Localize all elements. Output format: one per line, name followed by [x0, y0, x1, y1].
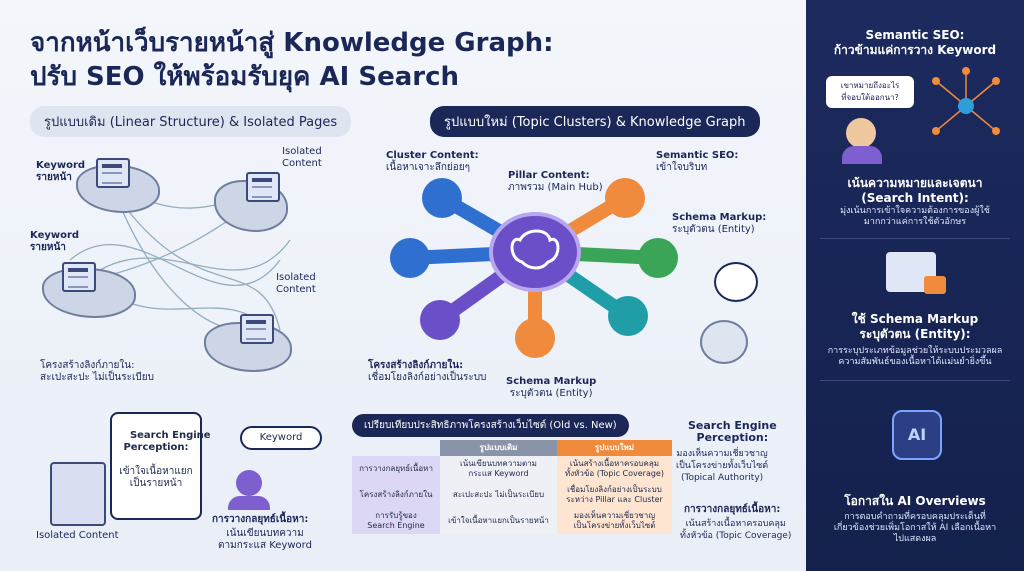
tag-icon: [924, 276, 946, 294]
new-section-header: รูปแบบใหม่ (Topic Clusters) & Knowledge …: [430, 106, 760, 137]
row-new: เชื่อมโยงลิงก์อย่างเป็นระบบ ระหว่าง Pill…: [556, 482, 672, 508]
schema2-title: Schema Markup: [506, 376, 597, 387]
kw-label-2: Keyword รายหน้า: [30, 230, 80, 253]
pillar-title: Pillar Content:: [508, 170, 590, 181]
user-icon: [236, 470, 262, 496]
page-doc-1: [96, 158, 130, 188]
page-doc-2: [246, 172, 280, 202]
sidebar-text-2: มุ่งเน้นการเข้าใจความต้องการของผู้ใช้ มา…: [840, 206, 990, 227]
sidebar-heading-3: ใช้ Schema Markup ระบุตัวตน (Entity):: [851, 312, 979, 341]
title-line-1: จากหน้าเว็บรายหน้าสู่ Knowledge Graph:: [30, 28, 554, 58]
pillar-label: Pillar Content:ภาพรวม (Main Hub): [508, 170, 603, 194]
page-doc-4: [240, 314, 274, 344]
row-label: การรับรู้ของ Search Engine: [352, 508, 441, 534]
sidebar-heading-4: โอกาสใน AI Overviews: [844, 494, 986, 508]
sidebar-text-4: การตอบคำถามที่ครอบคลุมประเด็นที่ เกี่ยวข…: [833, 512, 997, 544]
semantic-label: Semantic SEO:เข้าใจบริบท: [656, 150, 738, 174]
hub-diagram: [390, 178, 678, 358]
row-new: มองเห็นความเชี่ยวชาญ เป็นโครงข่ายทั้งเว็…: [556, 508, 672, 534]
semantic-title: Semantic SEO:: [656, 150, 739, 161]
schema-label: Schema Markup:ระบุตัวตน (Entity): [672, 212, 766, 236]
old-structure-label: โครงสร้างลิงก์ภายใน: สะเปะสะปะ ไม่เป็นระ…: [40, 360, 154, 383]
table-row: การวางกลยุทธ์เนื้อหา เน้นเขียนบทความตาม …: [352, 456, 672, 482]
col-old: รูปแบบเดิม: [440, 440, 557, 456]
table-row: โครงสร้างลิงก์ภายใน สะเปะสะปะ ไม่เป็นระเ…: [352, 482, 672, 508]
person-body-icon: [842, 146, 882, 164]
schema-title: Schema Markup:: [672, 212, 767, 223]
old-section-header: รูปแบบเดิม (Linear Structure) & Isolated…: [30, 106, 352, 137]
table-row: การรับรู้ของ Search Engine เข้าใจเนื้อหา…: [352, 508, 672, 534]
row-label: โครงสร้างลิงก์ภายใน: [352, 482, 441, 508]
page-title: จากหน้าเว็บรายหน้าสู่ Knowledge Graph: ป…: [30, 26, 590, 94]
new-perception-title: Search Engine Perception:: [688, 419, 777, 444]
sidebar-heading-1: Semantic SEO: ก้าวข้ามแค่การวาง Keyword: [833, 28, 997, 57]
old-perception-title: Search Engine Perception:: [123, 430, 211, 453]
row-label: การวางกลยุทธ์เนื้อหา: [352, 456, 441, 482]
kw-label-1: Keyword รายหน้า: [36, 160, 86, 183]
table-title: เปรียบเทียบประสิทธิภาพโครงสร้างเว็บไซต์ …: [352, 414, 629, 437]
pillar-sub: ภาพรวม (Main Hub): [508, 182, 603, 193]
person-icon: [846, 118, 876, 148]
question-user-icon: [714, 262, 758, 302]
cluster-sub: เนื้อหาเจาะลึกย่อยๆ: [386, 162, 471, 173]
old-strategy-label: การวางกลยุทธ์เนื้อหา:: [212, 514, 309, 525]
semantic-sub: เข้าใจบริบท: [656, 162, 708, 173]
network-icon: [932, 67, 1000, 135]
row-old: เน้นเขียนบทความตาม กระแส Keyword: [440, 456, 557, 482]
comparison-table: รูปแบบเดิม รูปแบบใหม่ การวางกลยุทธ์เนื้อ…: [352, 440, 672, 534]
sidebar-question-bubble: เขาหมายถึงอะไร ที่จอบใต้ออกนา?: [824, 74, 916, 110]
sidebar-heading-2: เน้นความหมายและเจตนา (Search Intent):: [847, 176, 983, 205]
row-new: เน้นสร้างเนื้อหาครอบคลุม ทั้งหัวข้อ (Top…: [556, 456, 672, 482]
new-structure-label: โครงสร้างลิงก์ภายใน:เชื่อมโยงลิงก์อย่างเ…: [368, 360, 486, 384]
old-strategy-text: เน้นเขียนบทความ ตามกระแส Keyword: [218, 528, 312, 551]
sidebar-text-3: การระบุประเภทข้อมูลช่วยให้ระบบประมวลผล ค…: [827, 346, 1003, 367]
sidebar-divider: [820, 238, 1010, 239]
page-doc-3: [62, 262, 96, 292]
title-line-2: ปรับ SEO ให้พร้อมรับยุค AI Search: [30, 62, 459, 92]
right-sidebar: Semantic SEO: ก้าวข้ามแค่การวาง Keyword …: [806, 0, 1024, 571]
old-perception-text: เข้าใจเนื้อหาแยก เป็นรายหน้า: [119, 466, 193, 489]
isolated-content-label: Isolated Content: [36, 530, 119, 541]
robot-icon: [700, 320, 748, 364]
row-old: เข้าใจเนื้อหาแยกเป็นรายหน้า: [440, 508, 557, 534]
row-old: สะเปะสะปะ ไม่เป็นระเบียบ: [440, 482, 557, 508]
iso-label-2: Isolated Content: [276, 272, 316, 295]
left-panel: จากหน้าเว็บรายหน้าสู่ Knowledge Graph: ป…: [0, 0, 806, 571]
keyword-thought-bubble: Keyword: [240, 426, 322, 450]
new-structure-title: โครงสร้างลิงก์ภายใน:: [368, 360, 464, 371]
sidebar-divider: [820, 380, 1010, 381]
old-perception-bubble: Search Engine Perception: เข้าใจเนื้อหาแ…: [110, 412, 211, 520]
new-strategy-text: เน้นสร้างเนื้อหาครอบคลุม ทั้งหัวข้อ (Top…: [680, 519, 792, 541]
new-perception-text: มองเห็นความเชี่ยวชาญ เป็นโครงข่ายทั้งเว็…: [676, 449, 769, 483]
cluster-title: Cluster Content:: [386, 150, 479, 161]
isolated-doc-icon: [50, 462, 106, 526]
schema2-sub: ระบุตัวตน (Entity): [509, 388, 593, 399]
cluster-label: Cluster Content:เนื้อหาเจาะลึกย่อยๆ: [386, 150, 479, 174]
col-new: รูปแบบใหม่: [556, 440, 672, 456]
iso-label-1: Isolated Content: [282, 146, 322, 169]
user-body-icon: [228, 496, 270, 510]
schema-sub: ระบุตัวตน (Entity): [672, 224, 755, 235]
new-structure-sub: เชื่อมโยงลิงก์อย่างเป็นระบบ: [368, 372, 487, 383]
new-strategy-label: การวางกลยุทธ์เนื้อหา:: [684, 504, 781, 515]
ai-robot-icon: AI: [892, 410, 942, 460]
